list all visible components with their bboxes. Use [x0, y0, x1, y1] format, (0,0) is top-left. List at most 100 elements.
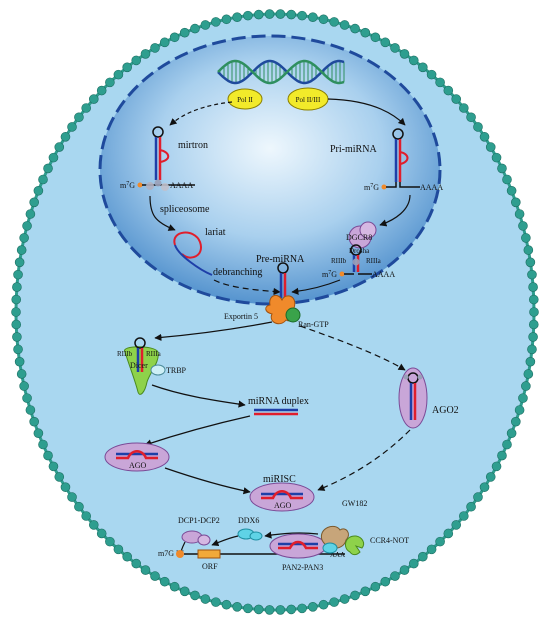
membrane-bead: [131, 55, 142, 66]
membrane-bead: [190, 23, 200, 34]
pre-mirna-hairpin: [277, 262, 289, 298]
membrane-bead: [521, 381, 531, 391]
pol3-label: Pol II/III: [296, 96, 321, 104]
membrane-bead: [38, 439, 48, 450]
exportin5-complex: [265, 294, 301, 325]
pri-mirna-strand: [386, 182, 420, 188]
membrane-bead: [105, 536, 115, 547]
membrane-bead: [286, 9, 297, 20]
membrane-bead: [527, 269, 537, 280]
membrane-bead: [81, 103, 91, 113]
membrane-bead: [159, 576, 170, 587]
membrane-bead: [131, 558, 142, 569]
membrane-bead: [200, 20, 211, 30]
membrane-bead: [13, 344, 23, 355]
membrane-bead: [88, 94, 99, 104]
membrane-bead: [518, 393, 528, 403]
membrane-bead: [523, 369, 534, 379]
membrane-bead: [14, 257, 25, 268]
drosha-riiib-label: RIIIb: [331, 257, 347, 265]
membrane-bead: [511, 197, 521, 208]
cell-membrane: [11, 9, 539, 615]
membrane-bead: [528, 319, 539, 330]
lariat-label: lariat: [205, 227, 226, 238]
mirtron-polya: AAAA: [170, 181, 193, 190]
membrane-bead: [502, 439, 512, 450]
membrane-bead: [264, 9, 275, 19]
membrane-bead: [418, 551, 428, 562]
exportin-label: Exportin 5: [224, 312, 258, 321]
membrane-bead: [318, 14, 329, 25]
membrane-bead: [380, 576, 391, 587]
membrane-bead: [38, 174, 48, 185]
membrane-bead: [497, 163, 507, 174]
membrane-bead: [179, 27, 190, 38]
membrane-bead: [370, 581, 381, 592]
membrane-bead: [16, 245, 27, 255]
dna-strand: [217, 59, 345, 85]
duplex-label: miRNA duplex: [248, 396, 309, 407]
membrane-bead: [479, 482, 490, 492]
ago2-label: AGO2: [432, 405, 459, 416]
drosha-label: Drosha: [349, 247, 370, 255]
membrane-bead: [528, 282, 538, 292]
membrane-bead: [459, 511, 469, 521]
membrane-bead: [390, 43, 400, 53]
membrane-bead: [232, 12, 242, 22]
membrane-bead: [523, 245, 534, 255]
membrane-bead: [122, 551, 132, 562]
membrane-bead: [60, 132, 71, 142]
membrane-bead: [399, 565, 410, 575]
membrane-bead: [169, 32, 180, 43]
membrane-bead: [253, 604, 264, 615]
membrane-bead: [13, 269, 23, 280]
membrane-bead: [451, 94, 462, 104]
membrane-bead: [350, 23, 360, 34]
orf-box: [197, 549, 221, 559]
membrane-bead: [29, 416, 39, 427]
mrna-polya: AAA: [330, 551, 345, 559]
drosha-riiia-label: RIIIa: [366, 257, 382, 265]
membrane-bead: [54, 472, 65, 482]
membrane-bead: [418, 62, 428, 73]
membrane-bead: [329, 597, 339, 607]
ccr4-not-icon: [344, 535, 365, 556]
membrane-bead: [318, 599, 329, 610]
arrow-pol2-to-mirtron: [169, 101, 233, 126]
mrna-cap-dot: [176, 550, 184, 558]
membrane-bead: [491, 152, 502, 163]
arrow-drosha-to-premirna: [291, 279, 341, 295]
membrane-bead: [497, 450, 507, 461]
membrane-bead: [528, 332, 538, 342]
membrane-bead: [360, 586, 371, 597]
ago2-complex: [398, 367, 428, 429]
pol2-label: Pol II: [237, 96, 253, 104]
rangtp-label: Ran-GTP: [298, 320, 329, 329]
dgcr8-label: DGCR8: [346, 233, 372, 242]
orf-label: ORF: [202, 562, 218, 571]
arrow-dicer-to-duplex: [151, 384, 246, 408]
membrane-bead: [74, 501, 84, 512]
membrane-bead: [506, 428, 517, 439]
arrow-ago-to-mirisc: [164, 467, 251, 495]
membrane-bead: [426, 544, 437, 555]
membrane-bead: [339, 594, 350, 604]
membrane-bead: [390, 571, 400, 581]
membrane-bead: [243, 603, 253, 614]
ago-label: AGO: [129, 461, 147, 470]
membrane-bead: [485, 142, 496, 152]
arrow-to-ago2: [299, 325, 406, 371]
membrane-bead: [514, 405, 525, 415]
mirisc-label: miRISC: [263, 474, 296, 485]
membrane-bead: [221, 599, 232, 610]
membrane-bead: [48, 461, 59, 472]
membrane-bead: [502, 174, 512, 185]
membrane-bead: [426, 69, 437, 80]
membrane-bead: [122, 62, 132, 73]
pan-label: PAN2-PAN3: [282, 563, 323, 572]
membrane-bead: [113, 544, 124, 555]
membrane-bead: [22, 221, 32, 231]
membrane-bead: [96, 85, 107, 96]
gw182-complex: [320, 525, 349, 554]
